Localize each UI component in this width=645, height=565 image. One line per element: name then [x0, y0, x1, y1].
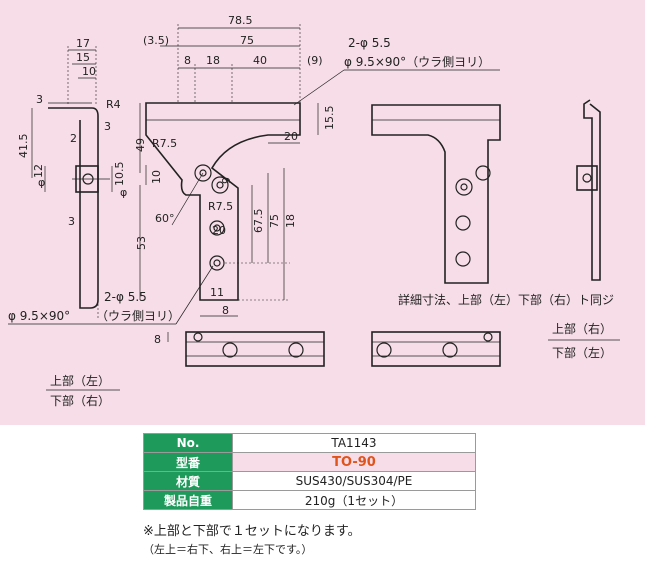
dim-text: 17 — [76, 37, 90, 50]
main-bracket-outline — [145, 102, 301, 301]
hole-callout-bottom-3: （ウラ側ヨリ） — [96, 309, 180, 323]
dim-text: 49 — [134, 138, 147, 152]
label-left-lower: 下部（右） — [50, 393, 110, 408]
row-label-material: 材質 — [143, 471, 233, 491]
dim-text: 3 — [68, 215, 75, 228]
plan-view-left: 8 — [154, 331, 325, 367]
plan-view-pin — [193, 332, 203, 342]
row-value-weight: 210g（1セット） — [232, 490, 476, 510]
row-label-weight: 製品自重 — [143, 490, 233, 510]
label-right-lower: 下部（左） — [552, 345, 612, 360]
mirror-pivot-pin — [460, 183, 468, 191]
dim-text: 12 — [32, 164, 45, 178]
mirror-front-view — [371, 104, 501, 284]
dim-text: R7.5 — [208, 200, 233, 213]
spec-table: No. TA1143 型番 TO-90 材質 SUS430/SUS304/PE … — [143, 433, 476, 510]
dim-text: (3.5) — [143, 34, 169, 47]
dim-text: 9 — [220, 177, 233, 184]
dim-text: 53 — [135, 236, 148, 250]
main-screw-hole-2-inner — [213, 259, 221, 267]
drawing-background — [0, 0, 645, 425]
plan-view-hole — [288, 342, 304, 358]
set-note: ※上部と下部で１セットになります。 — [143, 524, 361, 539]
dim-text: 75 — [268, 214, 281, 228]
technical-drawing: 17 15 10 3 R4 3 41.5 2 φ 12 φ 10.5 3 78.… — [0, 0, 645, 425]
main-pivot-pin-2 — [216, 181, 224, 189]
hole-callout-bottom-2: φ 9.5×90° — [8, 309, 70, 323]
dim-text: (9) — [307, 54, 323, 67]
side-view-right — [576, 99, 601, 281]
main-front-view: 78.5 (3.5) 75 8 18 40 (9) 2-φ 5.5 φ 9.5×… — [8, 14, 500, 325]
mirror-screw-hole-1 — [455, 215, 471, 231]
row-label-model: 型番 — [143, 452, 233, 472]
main-pivot-pin — [199, 169, 207, 177]
plan-view-body — [185, 331, 325, 367]
row-label-no: No. — [143, 433, 233, 453]
dim-text: 2 — [70, 132, 77, 145]
mirror-screw-hole-2 — [455, 251, 471, 267]
dim-text: 15.5 — [323, 106, 336, 131]
main-pivot-hole — [194, 164, 212, 182]
side-view-right-block — [576, 165, 598, 191]
set-note-detail: （左上＝右下、右上＝左下です。） — [143, 543, 313, 556]
dim-text: 10 — [82, 65, 96, 78]
dim-text: 78.5 — [228, 14, 253, 27]
main-screw-hole-1-inner — [213, 224, 221, 232]
side-view-right-pin — [582, 173, 592, 183]
detail-note: 詳細寸法、上部（左）下部（右）ト同ジ — [398, 292, 614, 307]
plan-view-right-pin — [483, 332, 493, 342]
mirror-pivot-hole — [455, 178, 473, 196]
side-view-left: 17 15 10 3 R4 3 41.5 2 φ 12 φ 10.5 3 — [17, 37, 127, 320]
hole-callout-top-2: φ 9.5×90°（ウラ側ヨリ） — [344, 55, 490, 69]
table-row: No. TA1143 — [143, 433, 476, 453]
row-value-model: TO-90 — [232, 452, 476, 472]
dim-text: 60° — [155, 212, 175, 225]
label-right-upper: 上部（右） — [552, 321, 612, 336]
mirror-bracket-outline — [371, 104, 501, 284]
dim-phi-symbol: φ — [38, 176, 45, 189]
table-row: 型番 TO-90 — [143, 452, 476, 472]
main-screw-hole-2 — [209, 255, 225, 271]
main-pivot-hole-2 — [211, 176, 229, 194]
technical-drawing-panel: 17 15 10 3 R4 3 41.5 2 φ 12 φ 10.5 3 78.… — [0, 0, 645, 425]
callout-leader — [293, 69, 345, 106]
dim-text: 20 — [212, 224, 226, 237]
row-value-material: SUS430/SUS304/PE — [232, 471, 476, 491]
hole-callout-bottom-1: 2-φ 5.5 — [104, 290, 147, 304]
dim-phi-symbol: φ — [120, 186, 127, 199]
hole-callout-top-1: 2-φ 5.5 — [348, 36, 391, 50]
dim-text: R7.5 — [152, 137, 177, 150]
main-screw-hole-1 — [209, 220, 225, 236]
dim-text: 67.5 — [252, 209, 265, 234]
dim-text: 8 — [222, 304, 229, 317]
dim-text: 40 — [253, 54, 267, 67]
dim-text: 18 — [284, 214, 297, 228]
table-row: 材質 SUS430/SUS304/PE — [143, 471, 476, 491]
plan-view-hole — [222, 342, 238, 358]
plan-view-right-hole — [442, 342, 458, 358]
angle-leg — [171, 172, 204, 226]
dim-text: 3 — [104, 120, 111, 133]
dim-text: R4 — [106, 98, 121, 111]
dim-text: 75 — [240, 34, 254, 47]
dim-text: 10.5 — [113, 162, 126, 187]
dim-text: 15 — [76, 51, 90, 64]
plan-view-right-body — [371, 331, 501, 367]
dim-text: 8 — [154, 333, 161, 346]
dim-text: 20 — [284, 130, 298, 143]
dim-text: 8 — [184, 54, 191, 67]
mirror-pivot-hole-2 — [475, 165, 491, 181]
label-left-upper: 上部（左） — [50, 373, 110, 388]
side-view-right-bracket — [583, 99, 601, 281]
dim-text: 41.5 — [17, 134, 30, 159]
dim-text: 11 — [210, 286, 224, 299]
plan-view-right — [371, 331, 501, 367]
callout-leader-bottom — [175, 265, 214, 325]
row-value-no: TA1143 — [232, 433, 476, 453]
dim-text: 10 — [150, 170, 163, 184]
dim-text: 18 — [206, 54, 220, 67]
table-row: 製品自重 210g（1セット） — [143, 490, 476, 510]
plan-view-right-hole — [376, 342, 392, 358]
dim-text: 3 — [36, 93, 43, 106]
